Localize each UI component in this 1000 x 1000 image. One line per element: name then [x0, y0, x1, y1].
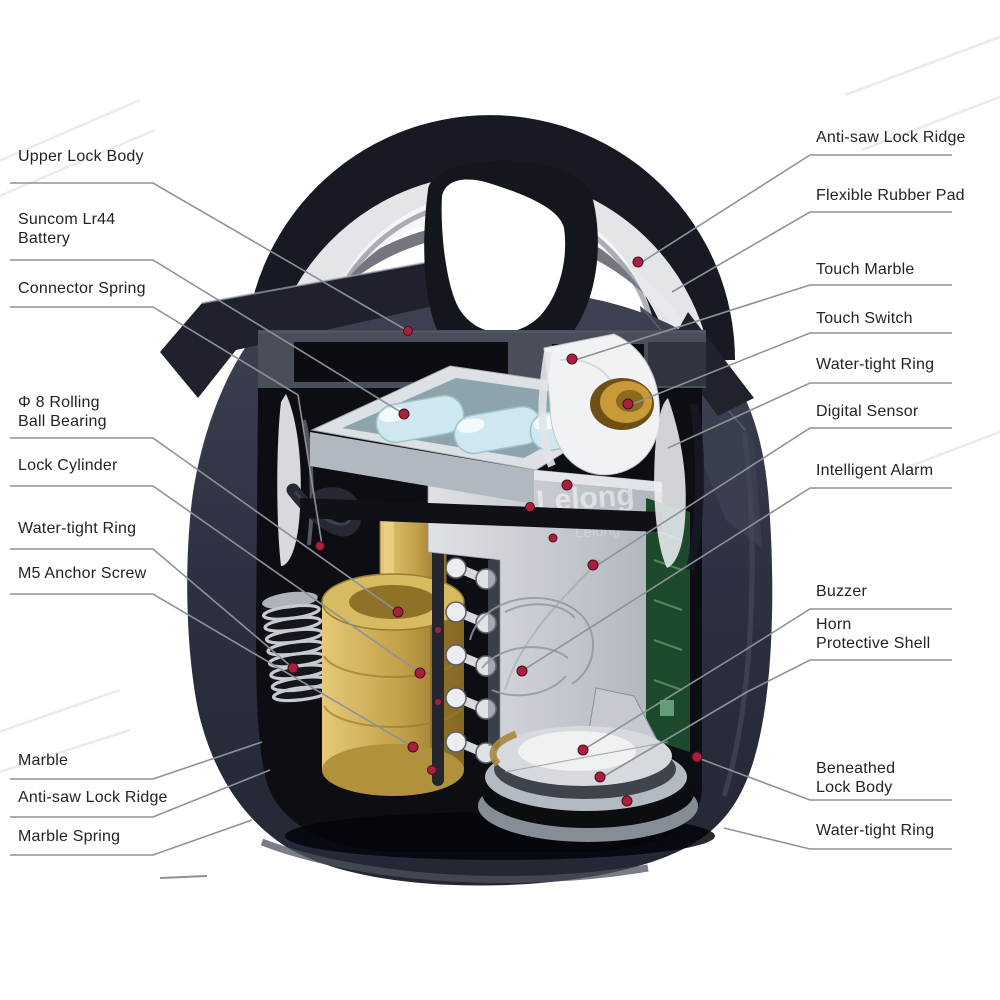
circuit-board	[646, 498, 690, 752]
label-m5-anchor-screw: M5 Anchor Screw	[18, 565, 147, 582]
leader-m5-anchor-screw	[10, 593, 414, 748]
shackle-leg-gloss	[654, 398, 705, 572]
leader-lock-cylinder	[10, 485, 421, 674]
leader-water-tight-left	[10, 548, 294, 669]
marker-dot	[287, 662, 299, 674]
leader-water-tight-right	[667, 382, 952, 449]
label-water-tight-ring-right: Water-tight Ring	[816, 356, 935, 373]
marker-dot	[587, 559, 599, 571]
leader-beneathed-body	[697, 757, 952, 801]
label-anti-saw-lock-ridge-left: Anti-saw Lock Ridge	[18, 789, 168, 806]
label-flexible-rubber-pad: Flexible Rubber Pad	[816, 187, 965, 204]
marker-dot	[407, 741, 419, 753]
leader-buzzer	[582, 608, 952, 751]
leader-upper-lock-body	[10, 182, 409, 332]
label-buzzer: Buzzer	[816, 583, 867, 600]
stray-dash	[159, 875, 208, 879]
label-suncom-lr44-battery: Suncom Lr44 Battery	[18, 211, 116, 247]
marker-dot	[577, 744, 589, 756]
leader-ball-bearing	[10, 437, 399, 613]
top-left-strap	[160, 256, 488, 398]
label-anti-saw-lock-ridge-right: Anti-saw Lock Ridge	[816, 129, 966, 146]
label-rolling-ball-bearing: Φ 8 Rolling Ball Bearing	[18, 394, 107, 430]
body-bottom-band	[260, 838, 649, 884]
label-horn-protective-shell: Horn Protective Shell	[816, 616, 931, 652]
leader-horn-shell	[600, 659, 952, 779]
leader-intelligent-alarm	[521, 487, 952, 672]
leader-anti-saw-right	[641, 154, 952, 263]
buzzer-speaker	[478, 726, 698, 842]
leader-touch-switch	[629, 332, 952, 406]
label-water-tight-ring-bottom: Water-tight Ring	[816, 822, 935, 839]
leader-marble-spring	[10, 819, 253, 856]
anchor-screw-coil	[261, 591, 331, 705]
marker-dot	[414, 667, 426, 679]
label-beneathed-lock-body: Beneathed Lock Body	[816, 760, 896, 796]
marker-dot	[622, 398, 634, 410]
leader-suncom-battery	[10, 259, 405, 415]
background-streaks	[0, 35, 1000, 774]
label-marble-spring: Marble Spring	[18, 828, 121, 845]
marker-dot	[594, 771, 606, 783]
marker-dot	[427, 765, 437, 775]
marker-dot	[403, 326, 413, 336]
marker-dot	[632, 256, 644, 268]
leader-digital-sensor	[595, 427, 952, 567]
leader-rubber-pad	[671, 211, 952, 293]
marker-dot	[315, 541, 325, 551]
marker-dot	[691, 751, 703, 763]
eagle-engraving	[469, 559, 601, 697]
label-marble: Marble	[18, 752, 69, 769]
leader-touch-marble	[574, 284, 952, 361]
touch-switch-knob	[590, 378, 654, 430]
marker-dot	[621, 795, 633, 807]
marker-dot	[566, 353, 578, 365]
marker-dot	[548, 533, 558, 543]
label-intelligent-alarm: Intelligent Alarm	[816, 462, 934, 479]
leader-anti-saw-left	[10, 769, 271, 818]
marker-dot	[525, 502, 535, 512]
leader-marble	[10, 741, 263, 780]
label-connector-spring: Connector Spring	[18, 280, 146, 297]
marker-dot	[398, 408, 410, 420]
marker-dot	[561, 479, 573, 491]
marker-dot	[516, 665, 528, 677]
tray-shadow-band	[300, 498, 662, 532]
label-touch-switch: Touch Switch	[816, 310, 913, 327]
label-water-tight-ring-left: Water-tight Ring	[18, 520, 137, 537]
label-upper-lock-body: Upper Lock Body	[18, 148, 144, 165]
leader-water-tight-bottom	[723, 827, 952, 850]
label-digital-sensor: Digital Sensor	[816, 403, 919, 420]
marker-dot	[392, 606, 404, 618]
leader-lines	[10, 154, 952, 879]
label-lock-cylinder: Lock Cylinder	[18, 457, 118, 474]
label-touch-marble: Touch Marble	[816, 261, 915, 278]
shackle-opening	[424, 160, 598, 371]
marker-dots	[287, 256, 703, 807]
leader-connector-spring	[10, 306, 323, 546]
